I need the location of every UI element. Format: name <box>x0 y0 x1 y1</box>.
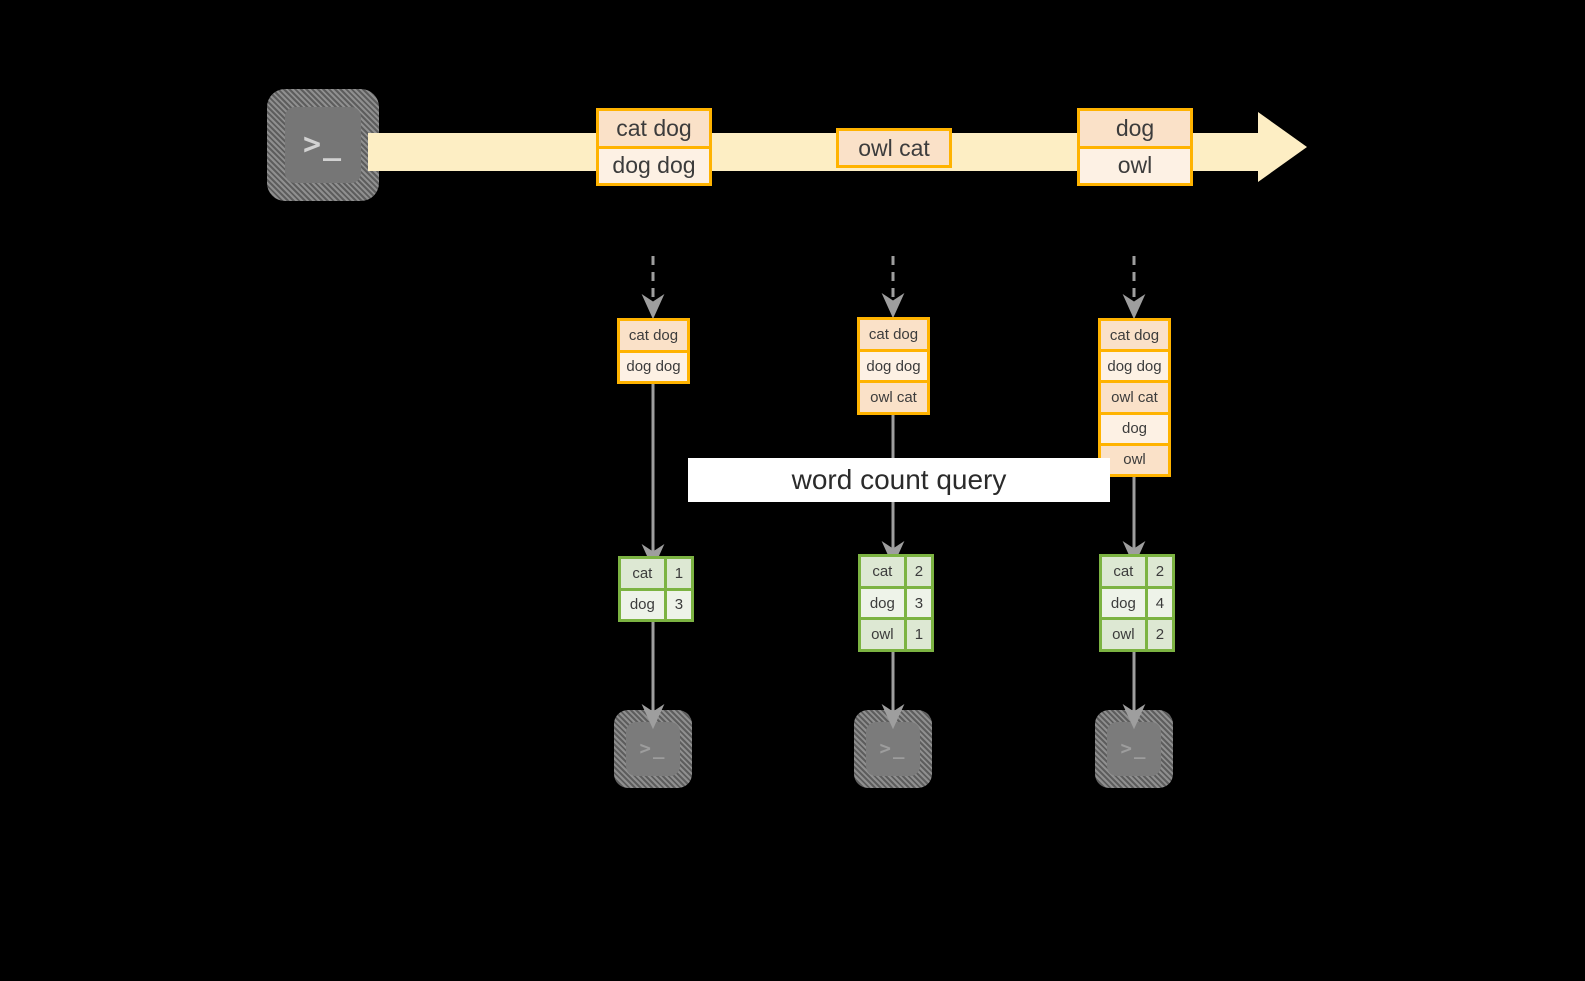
count-table-3: cat 2 dog 4 owl 2 <box>1099 554 1175 652</box>
terminal-body <box>866 722 920 776</box>
count-table-2: cat 2 dog 3 owl 1 <box>858 554 934 652</box>
table-cell-word: cat <box>861 557 904 586</box>
table-row: cat 2 <box>1102 557 1172 586</box>
table-cell-word: owl <box>861 620 904 650</box>
table-row: dog 3 <box>861 585 931 618</box>
word-count-query-label: word count query <box>688 458 1110 502</box>
table-row: dog 3 <box>621 587 691 619</box>
snapshot-1-records: cat dog dog dog <box>617 318 690 384</box>
stream-batch-2: owl cat <box>836 128 952 168</box>
table-row: dog 4 <box>1102 585 1172 618</box>
stream-batch-3: dog owl <box>1077 108 1193 186</box>
snapshot-record: owl cat <box>1101 380 1168 412</box>
table-cell-count: 2 <box>1144 620 1172 650</box>
stream-record: cat dog <box>599 111 709 146</box>
table-cell-count: 2 <box>1144 557 1172 586</box>
snapshot-record: dog <box>1101 411 1168 443</box>
snapshot-record: owl cat <box>860 380 927 413</box>
snapshot-record: cat dog <box>620 321 687 350</box>
table-cell-count: 1 <box>663 559 691 588</box>
snapshot-record: dog dog <box>620 349 687 381</box>
table-to-sink-connectors <box>641 622 1146 730</box>
table-row: cat 2 <box>861 557 931 586</box>
table-cell-word: owl <box>1102 620 1145 650</box>
table-row: owl 2 <box>1102 617 1172 650</box>
stream-record: dog <box>1080 111 1190 146</box>
terminal-prompt-glyph: >_ <box>639 737 667 760</box>
stream-record: owl <box>1080 145 1190 183</box>
stream-to-snapshot-connectors <box>641 256 1146 320</box>
terminal-prompt-glyph: >_ <box>1120 737 1148 760</box>
table-cell-word: dog <box>1102 588 1145 618</box>
stream-record: dog dog <box>599 145 709 183</box>
terminal-prompt-glyph: >_ <box>879 737 907 760</box>
snapshot-record: dog dog <box>860 348 927 381</box>
snapshot-record: dog dog <box>1101 349 1168 381</box>
table-cell-count: 3 <box>903 588 931 618</box>
stream-record: owl cat <box>839 131 949 165</box>
terminal-prompt-glyph: >_ <box>302 127 344 162</box>
snapshot-2-records: cat dog dog dog owl cat <box>857 317 930 415</box>
table-cell-count: 2 <box>903 557 931 586</box>
table-cell-word: dog <box>861 588 904 618</box>
table-row: owl 1 <box>861 617 931 650</box>
snapshot-3-records: cat dog dog dog owl cat dog owl <box>1098 318 1171 477</box>
table-cell-word: cat <box>1102 557 1145 586</box>
table-cell-count: 1 <box>903 620 931 650</box>
source-terminal-icon: >_ <box>267 89 379 201</box>
table-cell-count: 4 <box>1144 588 1172 618</box>
table-cell-count: 3 <box>663 590 691 619</box>
terminal-body <box>626 722 680 776</box>
terminal-body <box>1107 722 1161 776</box>
sink-terminal-1-icon: >_ <box>614 710 692 788</box>
snapshot-record: cat dog <box>860 320 927 349</box>
snapshot-record: owl <box>1101 442 1168 475</box>
stream-batch-1: cat dog dog dog <box>596 108 712 186</box>
sink-terminal-3-icon: >_ <box>1095 710 1173 788</box>
table-cell-word: cat <box>621 559 664 588</box>
table-row: cat 1 <box>621 559 691 588</box>
count-table-1: cat 1 dog 3 <box>618 556 694 622</box>
table-cell-word: dog <box>621 590 664 619</box>
terminal-body <box>285 107 361 183</box>
snapshot-record: cat dog <box>1101 321 1168 350</box>
